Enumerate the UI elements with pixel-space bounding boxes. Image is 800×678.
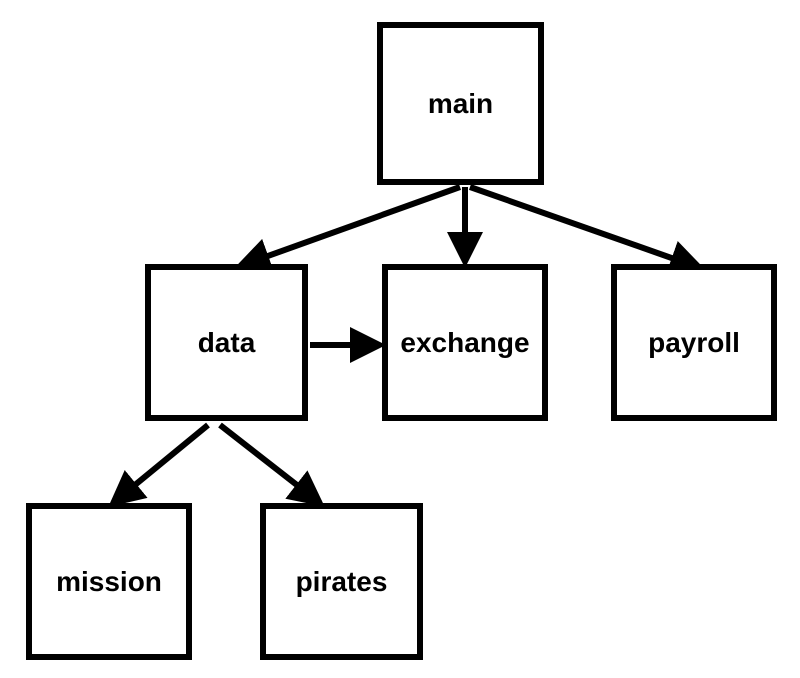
node-payroll-label: payroll xyxy=(648,326,740,358)
node-payroll: payroll xyxy=(611,264,777,421)
node-exchange-label: exchange xyxy=(400,326,530,358)
node-main-label: main xyxy=(427,87,494,119)
node-mission-label: mission xyxy=(56,565,162,597)
node-main: main xyxy=(377,22,544,185)
node-pirates-label: pirates xyxy=(295,565,388,597)
edge-main-to-data xyxy=(234,184,462,273)
node-pirates: pirates xyxy=(260,503,423,660)
edge-data-to-pirates xyxy=(218,422,325,507)
node-exchange: exchange xyxy=(382,264,548,421)
node-mission: mission xyxy=(26,503,192,660)
edge-data-to-mission xyxy=(108,422,210,507)
edge-main-to-payroll xyxy=(469,184,706,276)
node-data: data xyxy=(145,264,308,421)
node-data-label: data xyxy=(197,326,256,358)
